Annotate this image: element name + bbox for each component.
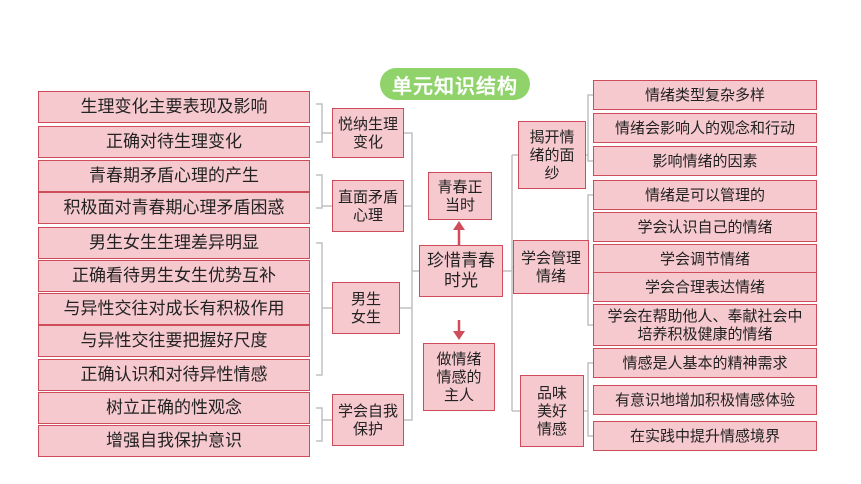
right-group-label-3: 品味美好情感 xyxy=(520,375,584,447)
left-group-label-2: 直面矛盾心理 xyxy=(332,180,404,232)
right-group-label-2: 学会管理情绪 xyxy=(513,240,589,294)
right-leaf: 情绪类型复杂多样 xyxy=(593,80,817,110)
right-leaf: 学会调节情绪 xyxy=(593,244,817,274)
right-leaf: 学会合理表达情绪 xyxy=(593,272,817,302)
right-group-label-1: 揭开情绪的面纱 xyxy=(518,121,586,189)
arrow-up-head xyxy=(453,221,465,230)
left-leaf: 男生女生生理差异明显 xyxy=(38,227,310,259)
bracket-line xyxy=(316,103,332,143)
right-leaf: 情绪是可以管理的 xyxy=(593,180,817,210)
right-leaf: 学会认识自己的情绪 xyxy=(593,212,817,242)
bottom-node: 做情绪情感的主人 xyxy=(423,343,495,411)
right-leaf: 情感是人基本的精神需求 xyxy=(593,348,817,378)
left-leaf: 增强自我保护意识 xyxy=(38,425,310,457)
left-leaf: 与异性交往对成长有积极作用 xyxy=(38,293,310,325)
left-leaf: 青春期矛盾心理的产生 xyxy=(38,160,310,192)
center-node: 珍惜青春时光 xyxy=(419,245,503,297)
right-leaf: 在实践中提升情感境界 xyxy=(593,421,817,451)
right-leaf: 学会在帮助他人、奉献社会中培养积极健康的情绪 xyxy=(593,304,817,346)
left-leaf: 与异性交往要把握好尺度 xyxy=(38,325,310,357)
left-leaf: 树立正确的性观念 xyxy=(38,392,310,424)
trunk-line xyxy=(400,132,419,421)
bracket-line xyxy=(316,174,332,209)
left-group-label-3: 男生女生 xyxy=(332,282,400,334)
left-leaf: 积极面对青春期心理矛盾困惑 xyxy=(38,192,310,224)
left-leaf: 正确看待男生女生优势互补 xyxy=(38,260,310,292)
left-leaf: 正确认识和对待异性情感 xyxy=(38,359,310,391)
right-leaf: 情绪会影响人的观念和行动 xyxy=(593,113,817,143)
left-leaf: 生理变化主要表现及影响 xyxy=(38,91,310,123)
diagram-title: 单元知识结构 xyxy=(380,68,530,100)
left-group-label-4: 学会自我保护 xyxy=(332,394,404,446)
left-leaf: 正确对待生理变化 xyxy=(38,126,310,158)
right-leaf: 有意识地增加积极情感体验 xyxy=(593,385,817,415)
bracket-line xyxy=(316,407,332,442)
top-node: 青春正当时 xyxy=(428,172,492,220)
right-leaf: 影响情绪的因素 xyxy=(593,146,817,176)
bracket-line xyxy=(316,242,332,376)
arrow-down-head xyxy=(453,331,465,340)
left-group-label-1: 悦纳生理变化 xyxy=(332,108,404,158)
